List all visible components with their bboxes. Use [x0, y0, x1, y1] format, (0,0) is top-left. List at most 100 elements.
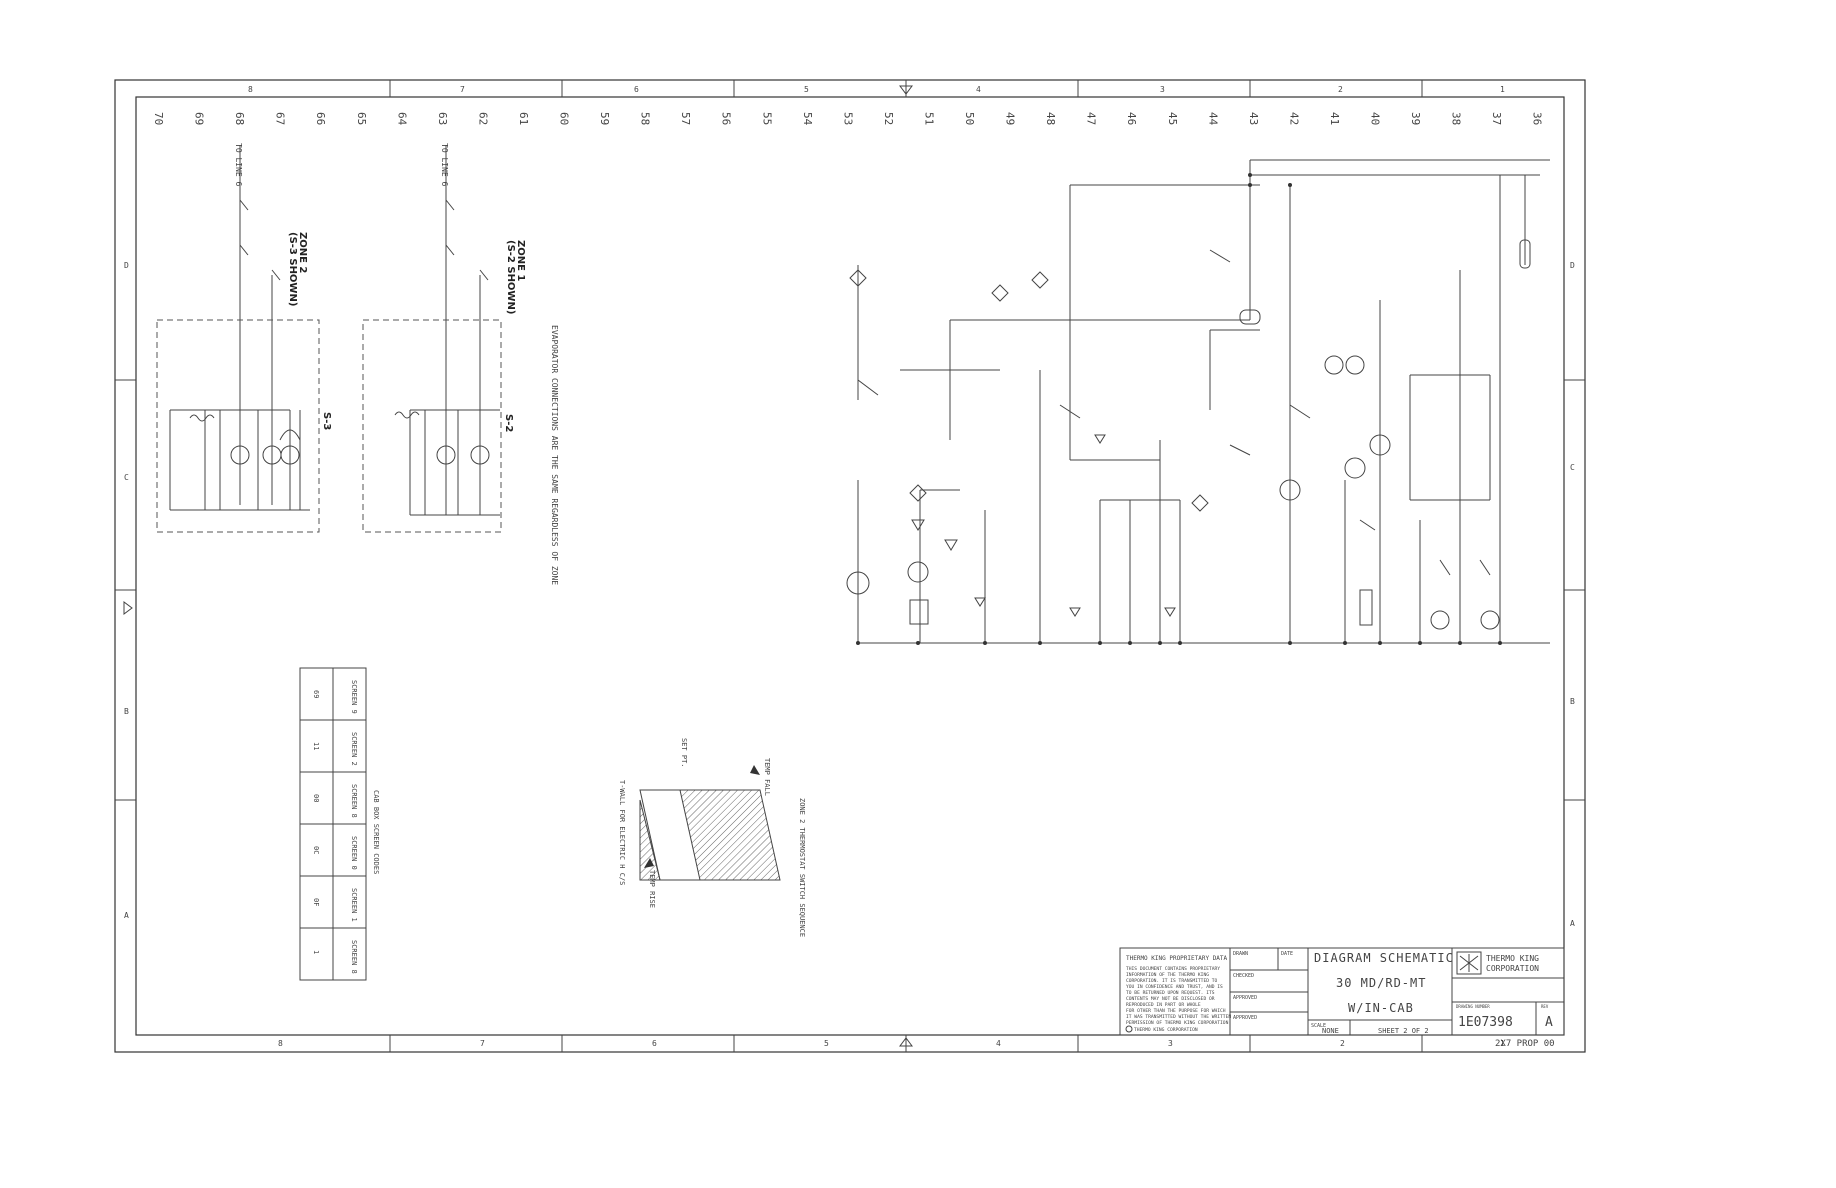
side-label: C — [124, 473, 129, 482]
zone-label: 7 — [460, 85, 465, 94]
date-label: DATE — [1281, 951, 1293, 957]
line-number: 43 — [1247, 112, 1260, 125]
screen-codes-table: SCREEN 9 SCREEN 2 SCREEN 8 SCREEN 0 SCRE… — [299, 667, 380, 981]
screen-codes-title: CAB BOX SCREEN CODES — [372, 790, 380, 874]
line-number: 64 — [395, 112, 408, 126]
line-number: 41 — [1328, 112, 1341, 125]
notice-line: IT WAS TRANSMITTED WITHOUT THE WRITTEN — [1126, 1014, 1231, 1020]
zone-label: 6 — [634, 85, 639, 94]
notice-line: INFORMATION OF THE THERMO KING — [1126, 972, 1209, 978]
line-number: 47 — [1085, 112, 1098, 125]
drawing-number: 1E07398 — [1458, 1015, 1513, 1030]
outer-border — [114, 79, 1586, 1053]
temp-rise-label: TEMP RISE — [648, 870, 656, 908]
zone-label: 1 — [1500, 85, 1505, 94]
line-number: 62 — [476, 112, 489, 125]
company-name: THERMO KING — [1486, 954, 1539, 963]
copyright-line: THERMO KING CORPORATION — [1134, 1027, 1198, 1033]
title-block: THERMO KING PROPRIETARY DATA THIS DOCUME… — [1119, 947, 1565, 1049]
sheet-number: SHEET 2 OF 2 — [1378, 1027, 1429, 1035]
s3-box — [156, 319, 320, 533]
revision: A — [1545, 1015, 1553, 1030]
zone1-subtitle: (S-2 SHOWN) — [505, 240, 516, 314]
side-label: B — [1570, 697, 1575, 706]
notice-line: YOU IN CONFIDENCE AND TRUST, AND IS — [1126, 984, 1223, 990]
line-number: 37 — [1490, 112, 1503, 125]
zone-label: 5 — [824, 1039, 829, 1048]
zone-label: 1 — [1500, 1039, 1505, 1048]
line-number: 65 — [355, 112, 368, 125]
zone-label: 8 — [248, 85, 253, 94]
temp-fall-label: TEMP FALL — [763, 758, 771, 796]
approved-label: APPROVED — [1233, 1015, 1257, 1021]
drawing-title: 30 MD/RD-MT — [1336, 976, 1426, 990]
line-number: 55 — [760, 112, 773, 125]
line-number: 49 — [1004, 112, 1017, 125]
zone-label: 4 — [976, 85, 981, 94]
footer-code: 2X7 PROP 00 — [1495, 1039, 1555, 1049]
line-number: 59 — [598, 112, 611, 125]
screen-code: 69 — [312, 690, 320, 698]
drawn-label: DRAWN — [1233, 951, 1248, 957]
screen-code: 0C — [312, 846, 320, 854]
set-point-label: SET PT. — [680, 738, 688, 768]
main-control-circuit — [846, 159, 1550, 644]
line-number: 44 — [1206, 112, 1219, 126]
drawing-title: DIAGRAM SCHEMATIC — [1314, 951, 1454, 965]
thermostat-title: ZONE 2 THERMOSTAT SWITCH SEQUENCE — [798, 798, 806, 937]
zone-label: 5 — [804, 85, 809, 94]
line-number: 66 — [314, 112, 327, 125]
top-center-mark — [899, 85, 913, 95]
line-number: 54 — [801, 112, 814, 126]
thermostat-sequence-diagram: ZONE 2 THERMOSTAT SWITCH SEQUENCE T-WALL… — [618, 738, 806, 937]
s3-label: S-3 — [321, 412, 332, 430]
line-number: 53 — [841, 112, 854, 125]
notice-line: THIS DOCUMENT CONTAINS PROPRIETARY — [1126, 966, 1220, 972]
proprietary-heading: THERMO KING PROPRIETARY DATA — [1126, 955, 1228, 962]
notice-line: FOR OTHER THAN THE PURPOSE FOR WHICH — [1126, 1008, 1226, 1014]
zone1-title: ZONE 1 — [515, 240, 526, 281]
drawing-number-label: DRAWING NUMBER — [1456, 1004, 1490, 1009]
side-label: D — [1570, 261, 1575, 270]
bottom-center-mark — [899, 1037, 913, 1047]
line-number: 40 — [1369, 112, 1382, 125]
line-number: 50 — [963, 112, 976, 125]
line-number: 39 — [1409, 112, 1422, 125]
rev-label: REV — [1541, 1004, 1549, 1009]
line-number: 63 — [436, 112, 449, 125]
line-number: 70 — [152, 112, 165, 125]
fall-arrow — [750, 765, 760, 775]
scale-label: SCALE — [1311, 1023, 1326, 1029]
notice-line: PERMISSION OF THERMO KING CORPORATION — [1126, 1020, 1229, 1026]
screen-header: SCREEN 9 — [350, 680, 358, 714]
s2-box — [362, 319, 502, 533]
screen-code: 11 — [312, 742, 320, 750]
top-zone-labels: 8 7 6 5 4 3 2 1 — [248, 85, 1505, 94]
line-number: 69 — [193, 112, 206, 125]
line-number: 48 — [1044, 112, 1057, 125]
zone-label: 2 — [1338, 85, 1343, 94]
zone2-subtitle: (S-3 SHOWN) — [287, 232, 298, 306]
line-number: 56 — [720, 112, 733, 125]
zone1-evaporator-diagram: TO LINE 6 ZONE 1 (S-2 SHOWN) S-2 — [362, 143, 526, 533]
bottom-zone-labels: 8 7 6 5 4 3 2 1 — [278, 1039, 1505, 1048]
thermostat-note: T-WALL FOR ELECTRIC H C/S — [618, 780, 626, 885]
zone2-title: ZONE 2 — [297, 232, 308, 273]
side-label: D — [124, 261, 129, 270]
s2-label: S-2 — [503, 414, 514, 432]
line-number: 52 — [882, 112, 895, 125]
screen-code: 0F — [312, 898, 320, 906]
screen-header: SCREEN 1 — [350, 888, 358, 922]
line-number: 57 — [679, 112, 692, 125]
zone-label: 4 — [996, 1039, 1001, 1048]
zone-label: 3 — [1160, 85, 1165, 94]
line-number: 68 — [233, 112, 246, 125]
line-number: 67 — [274, 112, 287, 125]
zone-label: 6 — [652, 1039, 657, 1048]
zone2-evaporator-diagram: TO LINE 6 ZONE 2 (S-3 SHOWN) S-3 — [156, 143, 332, 533]
scale-value: NONE — [1322, 1027, 1339, 1035]
checked-label: CHECKED — [1233, 973, 1254, 979]
inner-border — [135, 96, 1565, 1036]
left-center-mark — [123, 601, 133, 615]
